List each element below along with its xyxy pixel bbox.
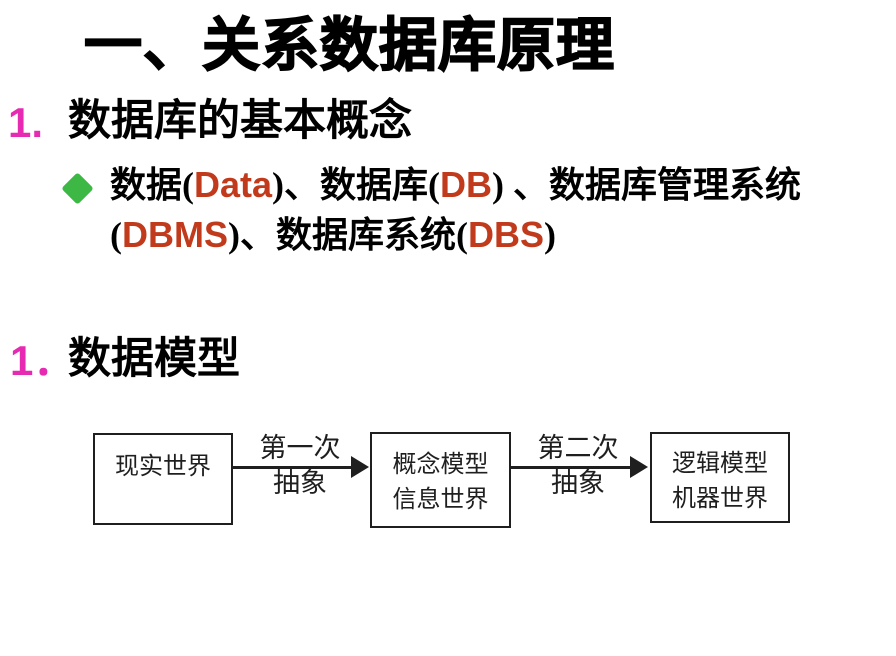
term-dbms: DBMS (122, 214, 228, 255)
arrowhead-icon (351, 456, 369, 478)
arrow2-label-bottom: 抽象 (551, 468, 605, 498)
diagram-box-real-world: 现实世界 (93, 433, 233, 525)
diagram-box-label: 信息世界 (392, 486, 489, 513)
arrow-first-abstraction (233, 466, 355, 469)
arrow1-label-top: 第一次 (259, 433, 341, 463)
section1-number: 1. (8, 99, 44, 146)
text-segment: 数据( (110, 165, 194, 205)
arrow2-label-top: 第二次 (537, 433, 619, 463)
text-segment: ( (110, 215, 122, 255)
text-segment: )、数据库系统( (228, 215, 468, 255)
diagram-box-label: 现实世界 (115, 453, 211, 480)
diagram-box-logic-model: 逻辑模型 机器世界 (650, 432, 790, 523)
arrowhead-icon (630, 456, 648, 478)
section2-heading: 数据模型 (68, 336, 240, 383)
bullet-line-2: (DBMS)、数据库系统(DBS) (110, 214, 556, 255)
arrow1-label-bottom: 抽象 (273, 468, 327, 498)
section1-heading: 数据库的基本概念 (68, 98, 412, 145)
diagram-box-concept-model: 概念模型 信息世界 (370, 432, 511, 528)
term-dbs: DBS (467, 214, 544, 255)
diagram-box-label: 逻辑模型 (672, 450, 768, 477)
term-db: DB (440, 164, 493, 205)
slide-title: 一、关系数据库原理 (83, 12, 616, 79)
term-data: Data (194, 164, 273, 205)
text-segment: ) (544, 215, 556, 255)
text-segment: )、数据库( (272, 165, 441, 205)
diagram-box-label: 机器世界 (672, 485, 768, 512)
section2-number: 1． (10, 337, 76, 384)
diagram-box-label: 概念模型 (392, 451, 489, 478)
arrow-second-abstraction (511, 466, 631, 469)
bullet-definitions: 数据(Data)、数据库(DB) 、数据库管理系统 (DBMS)、数据库系统(D… (110, 160, 870, 260)
text-segment: ) 、数据库管理系统 (492, 165, 802, 205)
bullet-line-1: 数据(Data)、数据库(DB) 、数据库管理系统 (110, 164, 802, 205)
